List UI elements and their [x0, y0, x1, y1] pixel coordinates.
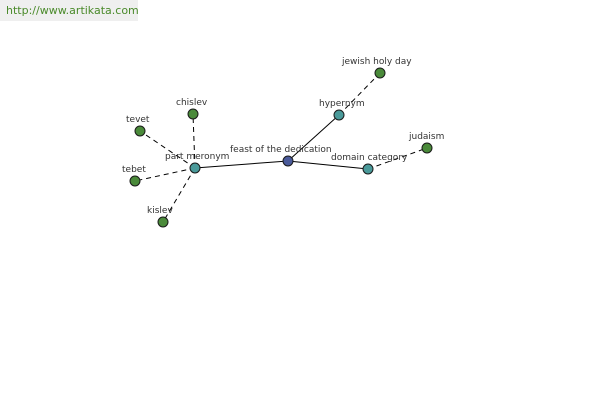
graph-node-hypernym[interactable]: hypernym: [319, 99, 365, 121]
edge-center-to-domain-category: [287, 160, 369, 170]
graph-node-judaism[interactable]: judaism: [408, 132, 444, 154]
graph-node-chislev[interactable]: chislev: [176, 98, 208, 120]
node-label-tevet[interactable]: tevet: [126, 115, 150, 125]
edge-part-meronym-to-chislev: [192, 113, 196, 169]
edges-layer: [134, 72, 428, 223]
url-banner[interactable]: http://www.artikata.com: [0, 0, 139, 21]
node-dot-chislev[interactable]: [187, 108, 199, 120]
node-dot-tebet[interactable]: [129, 175, 141, 187]
node-dot-kislev[interactable]: [157, 216, 169, 228]
node-dot-center[interactable]: [282, 155, 294, 167]
graph-node-kislev[interactable]: kislev: [147, 206, 173, 228]
edge-domain-category-to-judaism: [367, 147, 428, 170]
graph-node-part-meronym[interactable]: part meronym: [165, 152, 229, 174]
edge-part-meronym-to-tevet: [139, 130, 196, 169]
node-label-hypernym[interactable]: hypernym: [319, 99, 365, 109]
edge-center-to-hypernym: [287, 114, 340, 162]
edge-part-meronym-to-kislev: [162, 167, 196, 223]
node-label-tebet[interactable]: tebet: [122, 165, 146, 175]
graph-node-tebet[interactable]: tebet: [122, 165, 146, 187]
node-label-jewish-holy-day[interactable]: jewish holy day: [341, 57, 412, 67]
node-label-center[interactable]: feast of the dedication: [230, 145, 332, 155]
nodes-layer: feast of the dedication hypernym part mero…: [122, 57, 444, 228]
node-dot-jewish-holy-day[interactable]: [374, 67, 386, 79]
node-dot-part-meronym[interactable]: [189, 162, 201, 174]
node-label-domain-category[interactable]: domain category: [331, 153, 408, 163]
graph-node-jewish-holy-day[interactable]: jewish holy day: [341, 57, 412, 79]
graph-node-tevet[interactable]: tevet: [126, 115, 150, 137]
graph-node-center[interactable]: feast of the dedication: [230, 145, 332, 167]
node-label-judaism[interactable]: judaism: [408, 132, 444, 142]
edge-center-to-part-meronym: [194, 160, 289, 169]
node-label-part-meronym[interactable]: part meronym: [165, 152, 229, 162]
url-banner-text[interactable]: http://www.artikata.com: [6, 4, 139, 17]
node-label-kislev[interactable]: kislev: [147, 206, 173, 216]
node-dot-hypernym[interactable]: [333, 109, 345, 121]
edge-hypernym-to-jewish-holy-day: [338, 72, 381, 116]
node-dot-domain-category[interactable]: [362, 163, 374, 175]
node-dot-judaism[interactable]: [421, 142, 433, 154]
graph-node-domain-category[interactable]: domain category: [331, 153, 408, 175]
edge-part-meronym-to-tebet: [134, 167, 196, 182]
node-dot-tevet[interactable]: [134, 125, 146, 137]
node-label-chislev[interactable]: chislev: [176, 98, 208, 108]
